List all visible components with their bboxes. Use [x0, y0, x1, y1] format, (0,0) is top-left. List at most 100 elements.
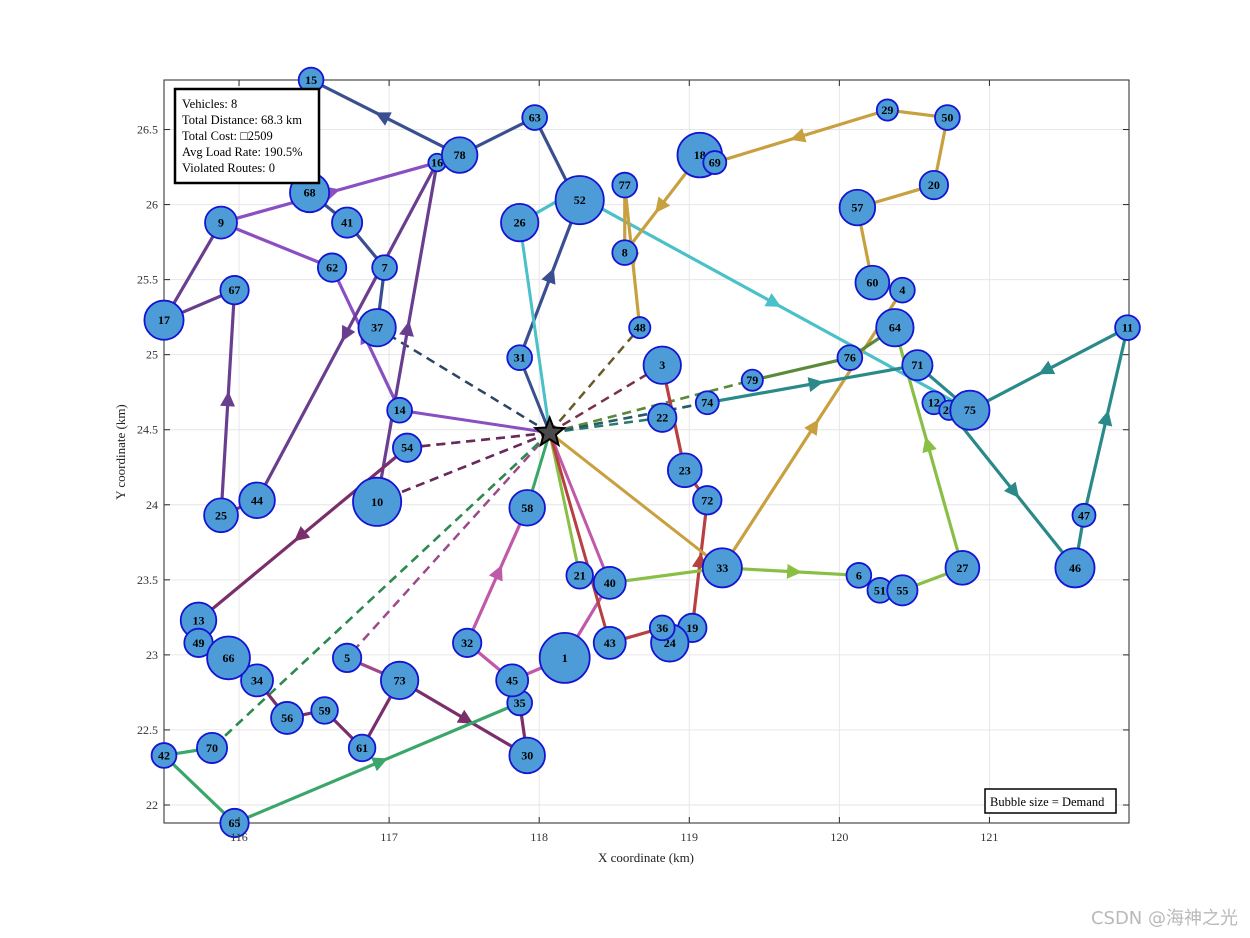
route-arrow [1038, 360, 1056, 375]
customer-id-label: 51 [874, 583, 886, 597]
route-arrow [293, 526, 311, 542]
customer-bubble [347, 733, 377, 763]
customer-id-label: 43 [604, 636, 616, 650]
customer-id-label: 64 [889, 321, 901, 335]
info-cost: Total Cost: □2509 [182, 129, 273, 143]
customer-node: 41 [331, 206, 364, 239]
customer-id-label: 41 [341, 216, 353, 230]
customer-node: 56 [270, 701, 304, 735]
customer-bubble [500, 202, 540, 243]
customer-bubble [352, 476, 403, 527]
customer-bubble [701, 547, 743, 589]
customer-bubble [854, 264, 891, 301]
customer-id-label: 12 [928, 396, 940, 410]
customer-id-label: 47 [1078, 508, 1090, 522]
svg-text:Bubble size = Demand: Bubble size = Demand [990, 795, 1105, 809]
customer-id-label: 78 [454, 148, 466, 162]
customer-node: 36 [648, 614, 676, 642]
customer-node: 47 [1071, 502, 1097, 528]
route-arrow [399, 320, 414, 337]
customer-bubble [386, 396, 413, 424]
customer-id-label: 15 [305, 73, 317, 87]
customer-id-label: 66 [223, 651, 235, 665]
customer-node: 29 [875, 98, 899, 122]
customer-bubble [886, 574, 919, 607]
route-arrow [922, 436, 937, 454]
customer-bubble [495, 663, 530, 698]
customer-node: 55 [886, 574, 919, 607]
customer-node: 27 [944, 550, 981, 586]
customer-bubble [331, 642, 363, 673]
customer-node: 4 [889, 276, 916, 304]
customer-node: 9 [204, 205, 238, 240]
customer-id-label: 18 [694, 148, 706, 162]
customer-id-label: 6 [856, 568, 862, 582]
customer-node: 78 [440, 136, 479, 174]
customer-bubble [1054, 547, 1096, 589]
depot-dashed-line [549, 364, 663, 434]
customer-bubble [331, 206, 364, 239]
route-arrow [541, 268, 556, 285]
customer-id-label: 77 [619, 178, 631, 192]
depot-link [346, 431, 551, 659]
customer-bubble [838, 188, 877, 227]
customer-id-label: 33 [716, 561, 728, 575]
depot-route-line [548, 431, 724, 570]
depot-star-shape [532, 414, 567, 448]
bubble-size-note: Bubble size = Demand [984, 788, 1117, 814]
customer-id-label: 1 [562, 651, 568, 665]
customer-bubble [565, 561, 594, 590]
depot-dashed-line [376, 431, 551, 503]
customer-id-label: 25 [215, 508, 227, 522]
depot-dashed-line [406, 431, 550, 449]
customer-bubble [219, 275, 250, 306]
customer-id-label: 37 [371, 321, 383, 335]
y-tick-label: 23 [146, 648, 158, 662]
customer-bubble [592, 565, 627, 600]
y-tick-label: 24 [146, 498, 158, 512]
customer-node: 66 [206, 635, 251, 681]
customer-bubble [592, 625, 627, 660]
customer-node: 54 [392, 432, 423, 463]
customer-node: 44 [238, 481, 276, 519]
customer-id-label: 57 [851, 201, 863, 215]
customer-bubble [316, 252, 348, 283]
customer-node: 60 [854, 264, 891, 301]
customer-node: 73 [380, 660, 420, 701]
x-axis-label: X coordinate (km) [598, 850, 694, 865]
customer-node: 10 [352, 476, 403, 527]
customer-bubble [889, 276, 916, 304]
customer-id-label: 59 [319, 703, 331, 717]
customer-id-label: 52 [574, 193, 586, 207]
customer-bubble [371, 254, 398, 281]
customer-node: 23 [666, 452, 703, 489]
customer-id-label: 79 [746, 373, 758, 387]
customer-bubble [240, 663, 274, 698]
customer-id-label: 76 [844, 351, 856, 365]
route-arrow [1097, 410, 1113, 427]
route-arrow [790, 128, 807, 143]
customer-id-label: 10 [371, 495, 383, 509]
customer-node: 17 [143, 299, 185, 341]
y-tick-label: 25.5 [137, 273, 158, 287]
customer-bubble [934, 104, 961, 131]
x-tick-label: 116 [230, 830, 248, 844]
route-arrow [804, 419, 819, 437]
x-tick-label: 120 [830, 830, 848, 844]
customer-id-label: 36 [656, 621, 668, 635]
info-load-rate: Avg Load Rate: 190.5% [182, 145, 303, 159]
customer-bubble [648, 614, 676, 642]
customer-node: 62 [316, 252, 348, 283]
customer-node: 45 [495, 663, 530, 698]
customer-id-label: 8 [622, 246, 628, 260]
customer-bubble [1114, 314, 1141, 341]
depot-route-line [518, 357, 552, 434]
customer-node: 67 [219, 275, 250, 306]
depot-dashed-line [549, 378, 753, 434]
customer-bubble [150, 742, 178, 769]
customer-node: 6 [845, 562, 873, 589]
customer-id-label: 14 [394, 403, 406, 417]
x-tick-label: 119 [680, 830, 698, 844]
customer-bubble [440, 136, 479, 174]
depot-route-line [548, 432, 582, 576]
